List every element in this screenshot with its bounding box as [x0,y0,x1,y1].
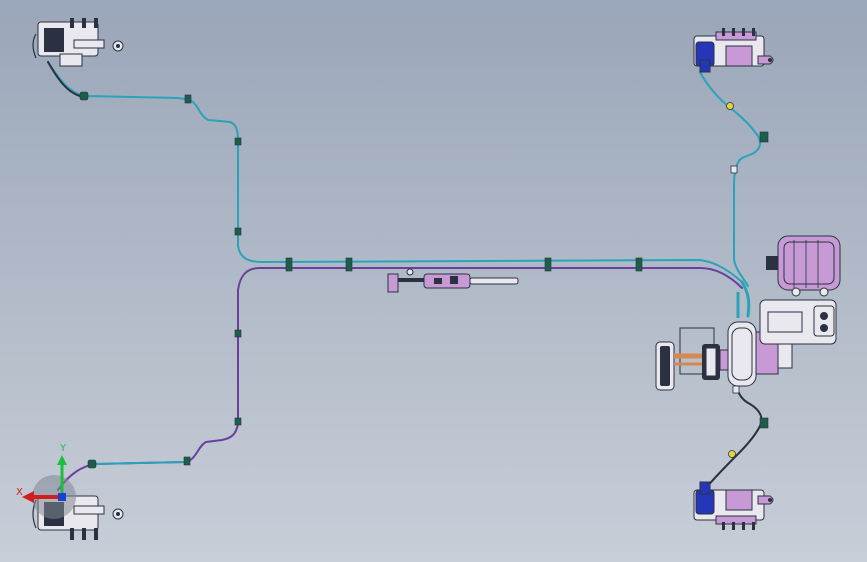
line-clips [79,91,769,469]
brake-pedal-assembly[interactable] [655,327,734,391]
clip [183,456,191,466]
front-left-brake-caliper[interactable] [32,18,124,67]
yellow-fitting [726,102,734,110]
booster-feed-hose [740,280,751,318]
brake-line-rear-left-cyan [95,461,187,465]
clip [759,417,769,429]
brake-line-rear-left[interactable] [57,267,743,491]
line-connector [79,91,89,101]
brake-line-front-left[interactable] [47,61,743,283]
triad-y-label: Y [59,443,67,454]
rear-right-brake-caliper[interactable] [693,481,774,530]
triad-x-arrow [22,491,34,503]
clip [635,257,643,272]
electric-vacuum-pump[interactable] [766,235,841,297]
clip [759,131,769,143]
clip [285,257,293,272]
clip [730,165,738,174]
line-connector [87,459,97,469]
front-right-brake-caliper[interactable] [693,28,774,73]
yellow-fitting [728,450,736,458]
clip [184,94,192,104]
triad-y-arrow [57,455,67,465]
brake-line-front-left-dark [47,61,81,97]
coordinate-triad: X Y [16,443,76,519]
pump-motor-housing [759,299,837,345]
parking-brake-cable[interactable] [387,268,519,293]
clip [345,257,353,272]
clip [544,257,552,272]
triad-z-axis [58,493,66,501]
clip [234,227,242,236]
clip [234,417,242,426]
clip [732,385,740,394]
clip [234,137,242,146]
brake-lines [47,61,763,491]
clip [234,329,242,338]
triad-x-label: X [16,487,23,498]
brake-line-rear-right[interactable] [705,383,763,489]
